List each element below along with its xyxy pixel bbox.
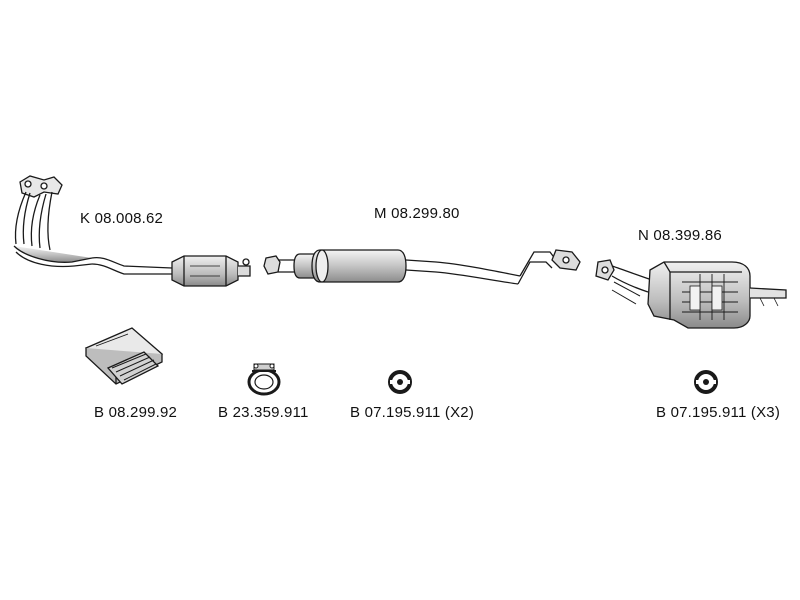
mounting-kit-code: B 08.299.92 (94, 404, 178, 421)
rubber-ring-b-drawing (694, 370, 718, 394)
rear-silencer-code: N 08.399.86 (638, 227, 722, 244)
mounting-kit-drawing (84, 327, 164, 385)
rubber-ring-a-code: B 07.195.911 (X2) (350, 404, 475, 421)
rubber-ring-b-code: B 07.195.911 (X3) (656, 404, 781, 421)
middle-silencer-code: M 08.299.80 (374, 205, 460, 222)
middle-silencer-drawing (263, 249, 581, 285)
rear-silencer-drawing (595, 259, 787, 329)
manifold-flange (19, 175, 63, 198)
rubber-ring-a-drawing (388, 370, 412, 394)
clamp-drawing (247, 363, 281, 396)
front-pipe-drawing (13, 175, 251, 287)
clamp-code: B 23.359.911 (218, 404, 309, 421)
front-pipe-code: K 08.008.62 (80, 210, 164, 227)
catalyst (171, 255, 239, 287)
